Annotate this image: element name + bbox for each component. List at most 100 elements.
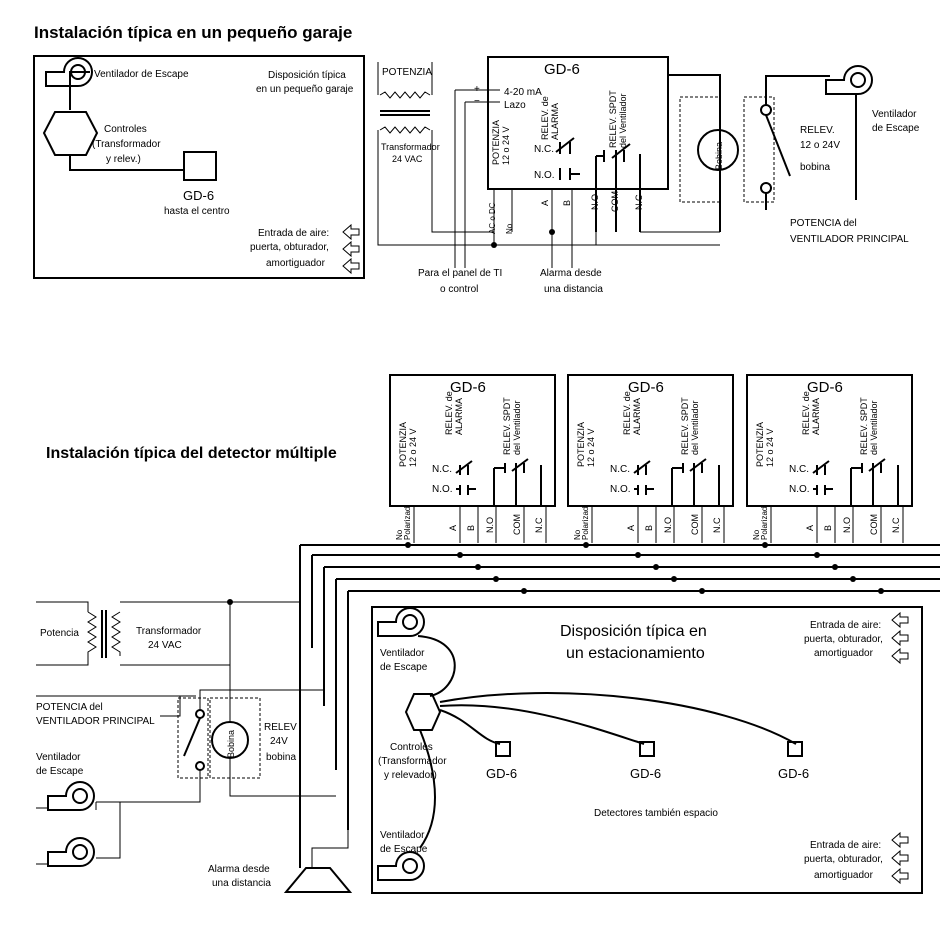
garage-layout-panel: Ventilador de Escape Disposición típica … [33, 55, 365, 279]
controls-hexagon [42, 111, 99, 156]
svg-text:AC o DC: AC o DC [488, 202, 497, 234]
panel-label-1: Para el panel de TI [418, 268, 502, 279]
top-fan-label-1: Ventilador [872, 109, 917, 120]
parking-air-inlet-top-2: puerta, obturador, [804, 634, 883, 645]
bottom-coil-label: Bobina [226, 730, 236, 758]
garage-layout-label-2: en un pequeño garaje [256, 84, 354, 95]
top-fan-relay-contacts [595, 143, 641, 232]
parking-air-inlet-top-1: Entrada de aire: [810, 620, 881, 631]
top-relay-label-1: RELEV. [800, 125, 835, 136]
top-nc-label: N.C. [534, 144, 554, 155]
parking-fan-top-2: de Escape [380, 662, 428, 673]
parking-detector-3 [787, 741, 803, 757]
bottom-main-fan-power-2: VENTILADOR PRINCIPAL [36, 716, 155, 727]
parking-layout-panel: Disposición típica en un estacionamiento… [371, 606, 923, 894]
bottom-fan-label-2: de Escape [36, 766, 84, 777]
parking-air-inlet-top-3: amortiguador [814, 648, 874, 659]
garage-exhaust-fan-label: Ventilador de Escape [94, 69, 189, 80]
loop-label-2: Lazo [504, 100, 526, 111]
parking-detector-label-3: GD-6 [778, 766, 809, 781]
garage-detector-box [183, 151, 217, 181]
svg-text:RELEV. de: RELEV. de [540, 96, 550, 140]
parking-controls-hexagon [404, 693, 442, 731]
top-transformer-1: Transformador [381, 142, 440, 152]
svg-text:No: No [505, 223, 514, 234]
top-relay-label-2: 12 o 24V [800, 140, 840, 151]
bottom-relay-label-3: bobina [266, 752, 296, 763]
parking-detector-1 [495, 741, 511, 757]
top-no-label: N.O. [534, 170, 555, 181]
bottom-remote-alarm-1: Alarma desde [208, 864, 270, 875]
bottom-relay-switch [183, 717, 201, 757]
top-remote-alarm-1: Alarma desde [540, 268, 602, 279]
top-alarm-relay-contacts [555, 137, 580, 180]
garage-air-inlet-1: Entrada de aire: [258, 228, 329, 239]
svg-text:N.O: N.O [590, 194, 600, 210]
garage-title: Instalación típica en un pequeño garaje [34, 23, 352, 42]
top-power-terminal-label: POTENZIA 12 o 24 V [491, 120, 511, 165]
svg-text:N.C: N.C [634, 194, 644, 210]
parking-detector-label-1: GD-6 [486, 766, 517, 781]
top-fan-label-2: de Escape [872, 123, 920, 134]
top-coil-label: Bobina [714, 142, 724, 170]
parking-air-inlet-bottom-3: amortiguador [814, 870, 874, 881]
bottom-exhaust-fan-icon [47, 781, 95, 811]
svg-text:del Ventilador: del Ventilador [618, 93, 628, 148]
top-main-fan-power-1: POTENCIA del [790, 218, 857, 229]
air-inlet-arrow-icon [342, 224, 360, 274]
garage-controls-label-3: y relev.) [106, 154, 141, 165]
garage-air-inlet-3: amortiguador [266, 258, 326, 269]
top-terminal-labels: AC o DC No A B N.O COM N.C [488, 191, 644, 234]
bottom-fan-label-1: Ventilador [36, 752, 81, 763]
bottom-exhaust-fan-2-icon [47, 837, 95, 867]
svg-text:B: B [562, 200, 572, 206]
garage-air-inlet-2: puerta, obturador, [250, 242, 329, 253]
garage-detector-label: GD-6 [183, 188, 214, 203]
top-relay-dashed-box [679, 96, 721, 203]
parking-air-inlet-arrow-icon [891, 612, 909, 884]
gd6-module-2 [567, 374, 734, 544]
bottom-relay-dashed-box [177, 697, 209, 779]
parking-detector-label-2: GD-6 [630, 766, 661, 781]
bottom-remote-alarm-2: una distancia [212, 878, 271, 889]
parking-controls-1: Controles [390, 742, 433, 753]
parking-fan-bottom-icon [377, 851, 425, 881]
bottom-main-fan-power-1: POTENCIA del [36, 702, 103, 713]
top-relay-label-3: bobina [800, 162, 830, 173]
parking-detector-2 [639, 741, 655, 757]
multiple-title: Instalación típica del detector múltiple [46, 445, 337, 462]
top-gd6-title: GD-6 [544, 61, 580, 78]
siren-icon [283, 867, 353, 893]
garage-detector-note: hasta el centro [164, 206, 230, 217]
svg-text:RELEV. SPDT: RELEV. SPDT [608, 90, 618, 148]
parking-fan-bottom-2: de Escape [380, 844, 428, 855]
bottom-transformer-2: 24 VAC [148, 640, 182, 651]
parking-fan-bottom-1: Ventilador [380, 830, 425, 841]
top-main-fan-power-2: VENTILADOR PRINCIPAL [790, 234, 909, 245]
parking-layout-label-2: un estacionamiento [566, 645, 705, 662]
bottom-relay-label-2: 24V [270, 736, 288, 747]
top-gd6-module [487, 56, 669, 190]
parking-air-inlet-bottom-2: puerta, obturador, [804, 854, 883, 865]
parking-air-inlet-bottom-1: Entrada de aire: [810, 840, 881, 851]
top-relay-switch [765, 114, 791, 177]
garage-controls-label-1: Controles [104, 124, 147, 135]
top-wiring: POTENZIA Transformador 24 VAC GD-6 4-20 … [377, 56, 920, 295]
gd6-module-3 [746, 374, 913, 544]
garage-controls-label-2: (Transformador [92, 139, 161, 150]
bottom-transformer-icon [87, 610, 121, 658]
parking-layout-label-1: Disposición típica en [560, 623, 707, 640]
svg-text:POTENZIA: POTENZIA [491, 120, 501, 165]
parking-fan-top-1: Ventilador [380, 648, 425, 659]
bus-wires [299, 542, 940, 868]
parking-fan-top-icon [377, 607, 425, 637]
bottom-relay-label-1: RELEV [264, 722, 297, 733]
detectors-note: Detectores también espacio [594, 808, 718, 819]
top-transformer-icon [377, 62, 433, 134]
top-coil-icon [697, 129, 739, 171]
panel-label-2: o control [440, 284, 478, 295]
top-alarm-relay-label: RELEV. de ALARMA [540, 96, 560, 140]
svg-text:A: A [540, 200, 550, 206]
parking-controls-3: y relevador) [384, 770, 437, 781]
